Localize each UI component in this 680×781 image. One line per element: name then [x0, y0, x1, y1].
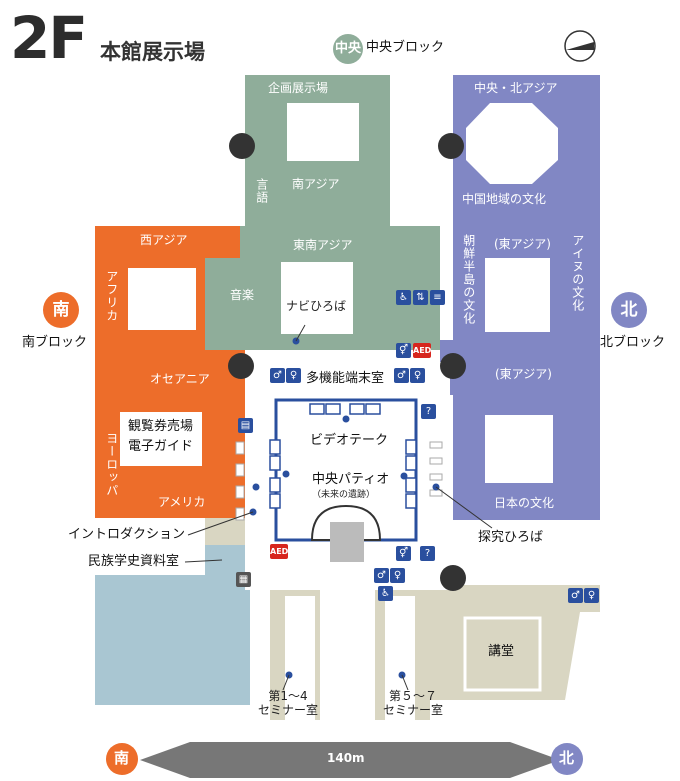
- room-africa-inner: [128, 268, 196, 330]
- restroom-icon: ♂: [568, 588, 583, 603]
- room-label-ethnology-library[interactable]: 民族学史資料室: [88, 554, 180, 569]
- smoking-icon: ≡: [430, 290, 445, 305]
- compass-icon: [564, 30, 596, 62]
- room-japan-inner: [485, 415, 553, 483]
- room-label-navi[interactable]: ナビひろば: [286, 299, 347, 313]
- south-block-label: 南ブロック: [22, 335, 88, 350]
- room-label-south-asia[interactable]: 南アジア: [292, 177, 340, 191]
- room-label-ainu[interactable]: アイヌの文化: [570, 234, 585, 312]
- room-label-east-asia-2: (東アジア): [495, 367, 552, 381]
- room-special-exhibit: [287, 103, 359, 161]
- room-label-central-patio[interactable]: 中央パティオ: [312, 472, 390, 487]
- room-east-asia-inner: [485, 258, 550, 332]
- aed-icon: AED: [270, 544, 288, 559]
- room-label-seminar-5-7[interactable]: 第５～７ セミナー室: [383, 689, 444, 717]
- center-block-label: 中央ブロック: [366, 40, 445, 55]
- room-label-central-patio-sub: （未来の遺跡）: [312, 490, 376, 500]
- page-title: 本館展示場: [100, 40, 205, 64]
- scale-bar: [140, 742, 560, 778]
- scale-north-badge: [551, 743, 583, 775]
- room-label-japan[interactable]: 日本の文化: [494, 496, 555, 510]
- column-se: [440, 565, 466, 591]
- room-label-africa[interactable]: アフリカ: [104, 270, 119, 322]
- room-label-discovery-hiroba[interactable]: 探究ひろば: [478, 530, 544, 545]
- room-label-west-asia[interactable]: 西アジア: [140, 233, 188, 247]
- restroom-icon: ⚥: [396, 343, 411, 358]
- display-shelves: [269, 403, 417, 509]
- restroom-icon: ⚥: [396, 546, 411, 561]
- center-block-badge: 中央: [333, 34, 363, 64]
- room-navi: [281, 262, 353, 334]
- room-label-seminar-1-4[interactable]: 第1～4 セミナー室: [258, 689, 319, 717]
- room-label-europe[interactable]: ヨーロッパ: [104, 432, 119, 497]
- scale-label: 140m: [327, 751, 365, 765]
- restroom-icon: ♀: [286, 368, 301, 383]
- room-auditorium: [463, 616, 542, 692]
- room-label-music[interactable]: 音楽: [230, 288, 255, 302]
- column-nw: [229, 133, 255, 159]
- north-block-label: 北ブロック: [600, 335, 666, 350]
- room-label-oceania[interactable]: オセアニア: [150, 372, 210, 386]
- column-w: [228, 353, 254, 379]
- room-label-special-exhibit[interactable]: 企画展示場: [268, 81, 329, 95]
- north-block-badge: 北: [611, 292, 647, 328]
- wheelchair-icon: ♿: [396, 290, 411, 305]
- floor-number: 2F: [10, 4, 88, 72]
- scale-south-badge: [106, 743, 138, 775]
- wheelchair-icon: ♿: [378, 586, 393, 601]
- room-label-southeast-asia[interactable]: 東南アジア: [293, 238, 353, 252]
- restroom-icon: ♀: [584, 588, 599, 603]
- zone-center-top: [245, 75, 390, 248]
- room-label-video-theque[interactable]: ビデオテーク: [310, 433, 389, 448]
- information-icon: ?: [421, 404, 436, 419]
- room-label-america[interactable]: アメリカ: [158, 495, 206, 509]
- room-china-inner: [466, 103, 558, 184]
- room-label-central-north-asia[interactable]: 中央・北アジア: [474, 81, 558, 95]
- scale-south-label: 南: [114, 749, 130, 767]
- corridor-lower: [320, 560, 375, 720]
- ticket-office-label[interactable]: 観覧券売場: [128, 419, 194, 434]
- south-block-badge: 南: [43, 292, 79, 328]
- column-ne: [438, 133, 464, 159]
- room-label-language[interactable]: 言語: [254, 178, 269, 204]
- zone-ethnology: [95, 575, 250, 705]
- electronic-guide-label[interactable]: 電子ガイド: [128, 439, 194, 454]
- elevator-icon: ⇅: [413, 290, 428, 305]
- restroom-icon: ♀: [410, 368, 425, 383]
- column-e: [440, 353, 466, 379]
- restroom-icon: ♀: [390, 568, 405, 583]
- ticket-icon: ▤: [238, 418, 253, 433]
- room-label-auditorium[interactable]: 講堂: [488, 644, 515, 659]
- restroom-icon: ♂: [270, 368, 285, 383]
- room-label-china[interactable]: 中国地域の文化: [462, 192, 547, 206]
- restroom-icon: ♂: [394, 368, 409, 383]
- room-label-multi-terminal[interactable]: 多機能端末室: [306, 371, 385, 386]
- information-icon: ?: [420, 546, 435, 561]
- locker-icon: ▦: [236, 572, 251, 587]
- restroom-icon: ♂: [374, 568, 389, 583]
- scale-north-label: 北: [559, 749, 575, 767]
- room-ticket: [120, 412, 202, 466]
- aed-icon: AED: [413, 343, 431, 358]
- room-label-korea[interactable]: 朝鮮半島の文化: [461, 234, 476, 325]
- room-label-east-asia-1: (東アジア): [494, 237, 551, 251]
- room-label-introduction[interactable]: イントロダクション: [68, 527, 186, 542]
